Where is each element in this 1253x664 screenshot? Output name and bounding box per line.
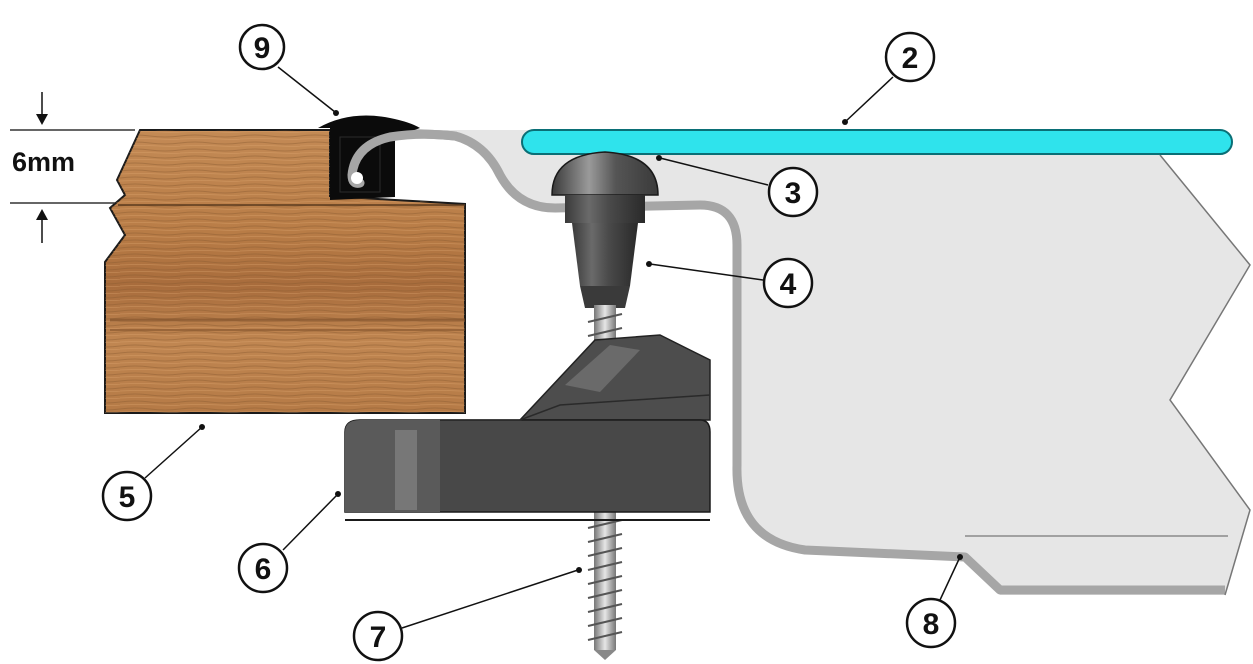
tray-cut-edge — [1159, 154, 1251, 596]
callout-4: 4 — [646, 257, 814, 309]
callout-label: 8 — [923, 608, 940, 641]
callout-3: 3 — [656, 155, 819, 218]
callout-2: 2 — [842, 31, 936, 125]
callout-7: 7 — [352, 567, 582, 662]
callout-8: 8 — [905, 554, 963, 649]
dimension-label: 6mm — [12, 147, 75, 177]
bumper-head — [551, 151, 659, 196]
tray-body — [415, 130, 1250, 595]
callout-label: 2 — [902, 42, 919, 75]
callout-label: 5 — [119, 481, 136, 514]
callout-label: 3 — [785, 177, 802, 210]
callout-label: 4 — [780, 268, 797, 301]
worktop — [104, 129, 466, 414]
callout-5: 5 — [101, 424, 205, 522]
callout-label: 7 — [370, 621, 387, 654]
callout-6: 6 — [237, 491, 341, 594]
callout-label: 9 — [254, 32, 271, 65]
callout-9: 9 — [238, 23, 339, 116]
glass-panel — [521, 129, 1233, 155]
bumper — [551, 151, 659, 308]
dimension-marker: 6mm — [10, 92, 135, 243]
callout-label: 6 — [255, 553, 272, 586]
bolt-cylinder — [565, 195, 645, 223]
seal — [318, 115, 460, 200]
bracket — [344, 334, 711, 521]
